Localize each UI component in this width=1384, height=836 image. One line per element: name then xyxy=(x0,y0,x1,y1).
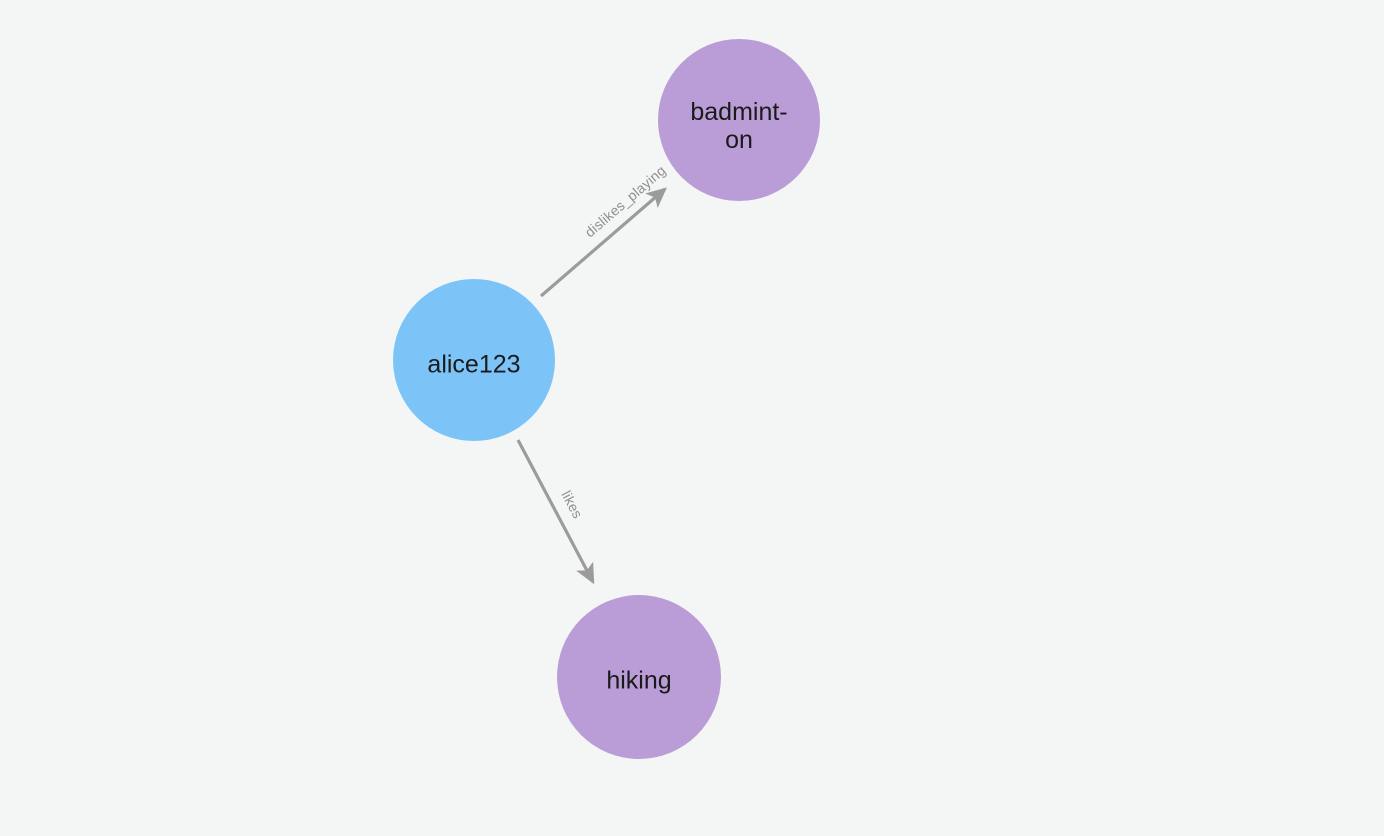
nodes-layer: alice123 badmint- on hiking xyxy=(393,39,820,759)
node-circle-hiking[interactable] xyxy=(557,595,721,759)
edge-dislikes-playing[interactable]: dislikes_playing xyxy=(539,162,669,298)
node-circle-alice123[interactable] xyxy=(393,279,555,441)
node-label-badminton-line1: badmint- xyxy=(690,98,787,126)
node-hiking[interactable]: hiking xyxy=(557,595,721,759)
edge-label-dislikes-playing: dislikes_playing xyxy=(582,162,669,240)
edge-line-likes[interactable] xyxy=(516,439,595,585)
node-circle-badminton[interactable] xyxy=(658,39,820,201)
node-alice123[interactable]: alice123 xyxy=(393,279,555,441)
node-badminton[interactable]: badmint- on xyxy=(658,39,820,201)
edge-likes[interactable]: likes xyxy=(516,439,595,585)
edge-label-likes: likes xyxy=(558,488,586,521)
edge-line-dislikes-playing[interactable] xyxy=(539,187,667,298)
node-label-badminton-line2: on xyxy=(725,126,753,154)
